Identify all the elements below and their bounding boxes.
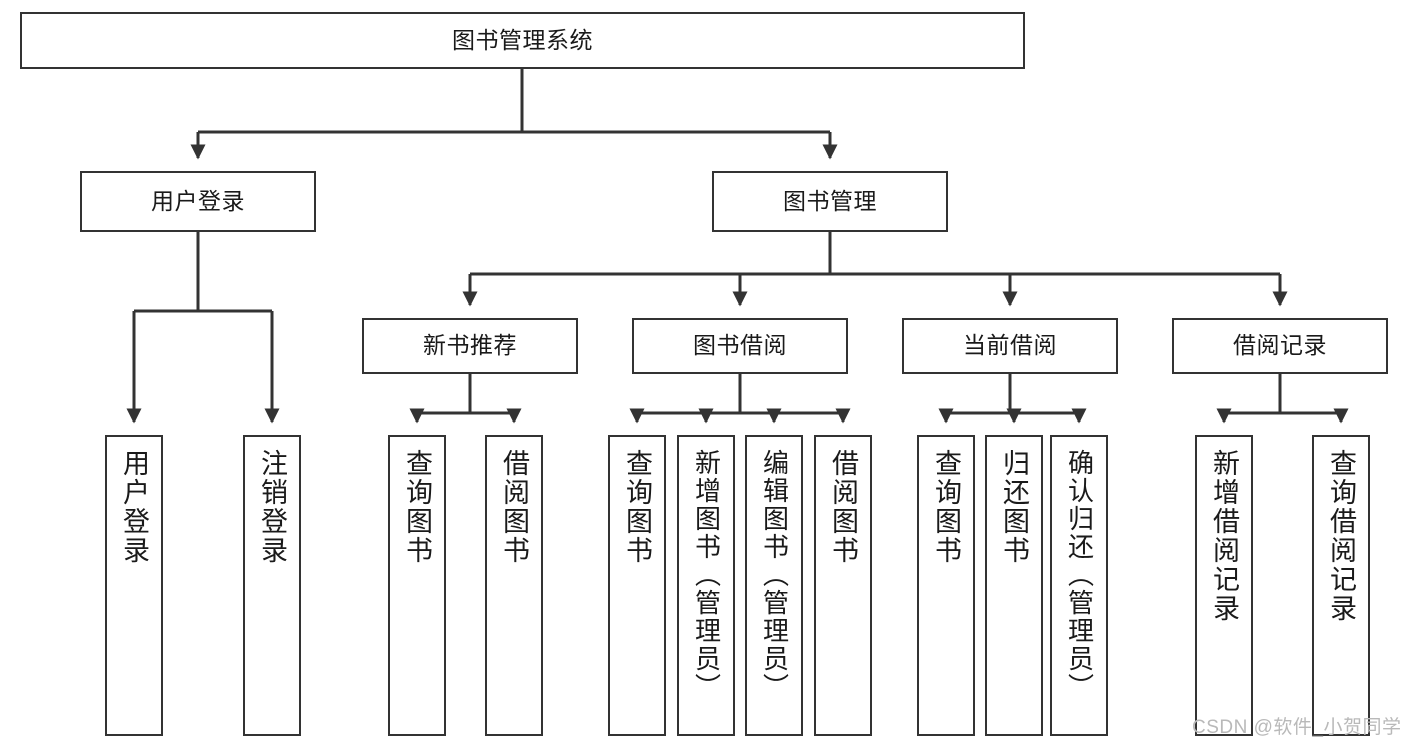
node-new-book-recommend-label: 新书推荐 <box>423 332 517 359</box>
node-leaf-user-login[interactable]: 用户登录 <box>105 435 163 736</box>
node-leaf-query-book-2[interactable]: 查询图书 <box>608 435 666 736</box>
node-leaf-return-book[interactable]: 归还图书 <box>985 435 1043 736</box>
node-leaf-query-book-3[interactable]: 查询图书 <box>917 435 975 736</box>
node-leaf-logout-label: 注销登录 <box>257 449 288 565</box>
node-book-manage-label: 图书管理 <box>783 187 877 214</box>
node-leaf-query-book-1-label: 查询图书 <box>402 449 433 565</box>
node-leaf-borrow-book-2[interactable]: 借阅图书 <box>814 435 872 736</box>
node-book-borrow[interactable]: 图书借阅 <box>632 318 848 374</box>
node-leaf-confirm-return[interactable]: 确认归还（管理员） <box>1050 435 1108 736</box>
node-leaf-add-record[interactable]: 新增借阅记录 <box>1195 435 1253 736</box>
node-leaf-borrow-book-1-label: 借阅图书 <box>499 449 530 565</box>
node-user-login-label: 用户登录 <box>151 187 245 214</box>
node-root[interactable]: 图书管理系统 <box>20 12 1025 69</box>
node-leaf-add-book[interactable]: 新增图书（管理员） <box>677 435 735 736</box>
node-leaf-edit-book[interactable]: 编辑图书（管理员） <box>745 435 803 736</box>
node-leaf-query-record-label: 查询借阅记录 <box>1326 449 1357 623</box>
node-leaf-borrow-book-1[interactable]: 借阅图书 <box>485 435 543 736</box>
node-leaf-query-book-2-label: 查询图书 <box>622 449 653 565</box>
node-leaf-add-record-label: 新增借阅记录 <box>1209 449 1240 623</box>
node-borrow-record-label: 借阅记录 <box>1233 332 1327 359</box>
node-leaf-query-record[interactable]: 查询借阅记录 <box>1312 435 1370 736</box>
node-leaf-borrow-book-2-label: 借阅图书 <box>828 449 859 565</box>
node-leaf-return-book-label: 归还图书 <box>999 449 1030 565</box>
node-leaf-add-book-label: 新增图书（管理员） <box>691 449 722 701</box>
node-leaf-query-book-3-label: 查询图书 <box>931 449 962 565</box>
node-leaf-confirm-return-label: 确认归还（管理员） <box>1064 449 1095 701</box>
node-borrow-record[interactable]: 借阅记录 <box>1172 318 1388 374</box>
node-leaf-query-book-1[interactable]: 查询图书 <box>388 435 446 736</box>
node-leaf-logout[interactable]: 注销登录 <box>243 435 301 736</box>
node-user-login[interactable]: 用户登录 <box>80 171 316 232</box>
node-leaf-user-login-label: 用户登录 <box>119 449 150 565</box>
csdn-watermark: CSDN @软件_小贺同学 <box>1192 717 1402 738</box>
node-book-borrow-label: 图书借阅 <box>693 332 787 359</box>
node-book-manage[interactable]: 图书管理 <box>712 171 948 232</box>
node-new-book-recommend[interactable]: 新书推荐 <box>362 318 578 374</box>
node-root-label: 图书管理系统 <box>452 26 593 53</box>
node-current-borrow-label: 当前借阅 <box>963 332 1057 359</box>
node-current-borrow[interactable]: 当前借阅 <box>902 318 1118 374</box>
node-leaf-edit-book-label: 编辑图书（管理员） <box>759 449 790 701</box>
